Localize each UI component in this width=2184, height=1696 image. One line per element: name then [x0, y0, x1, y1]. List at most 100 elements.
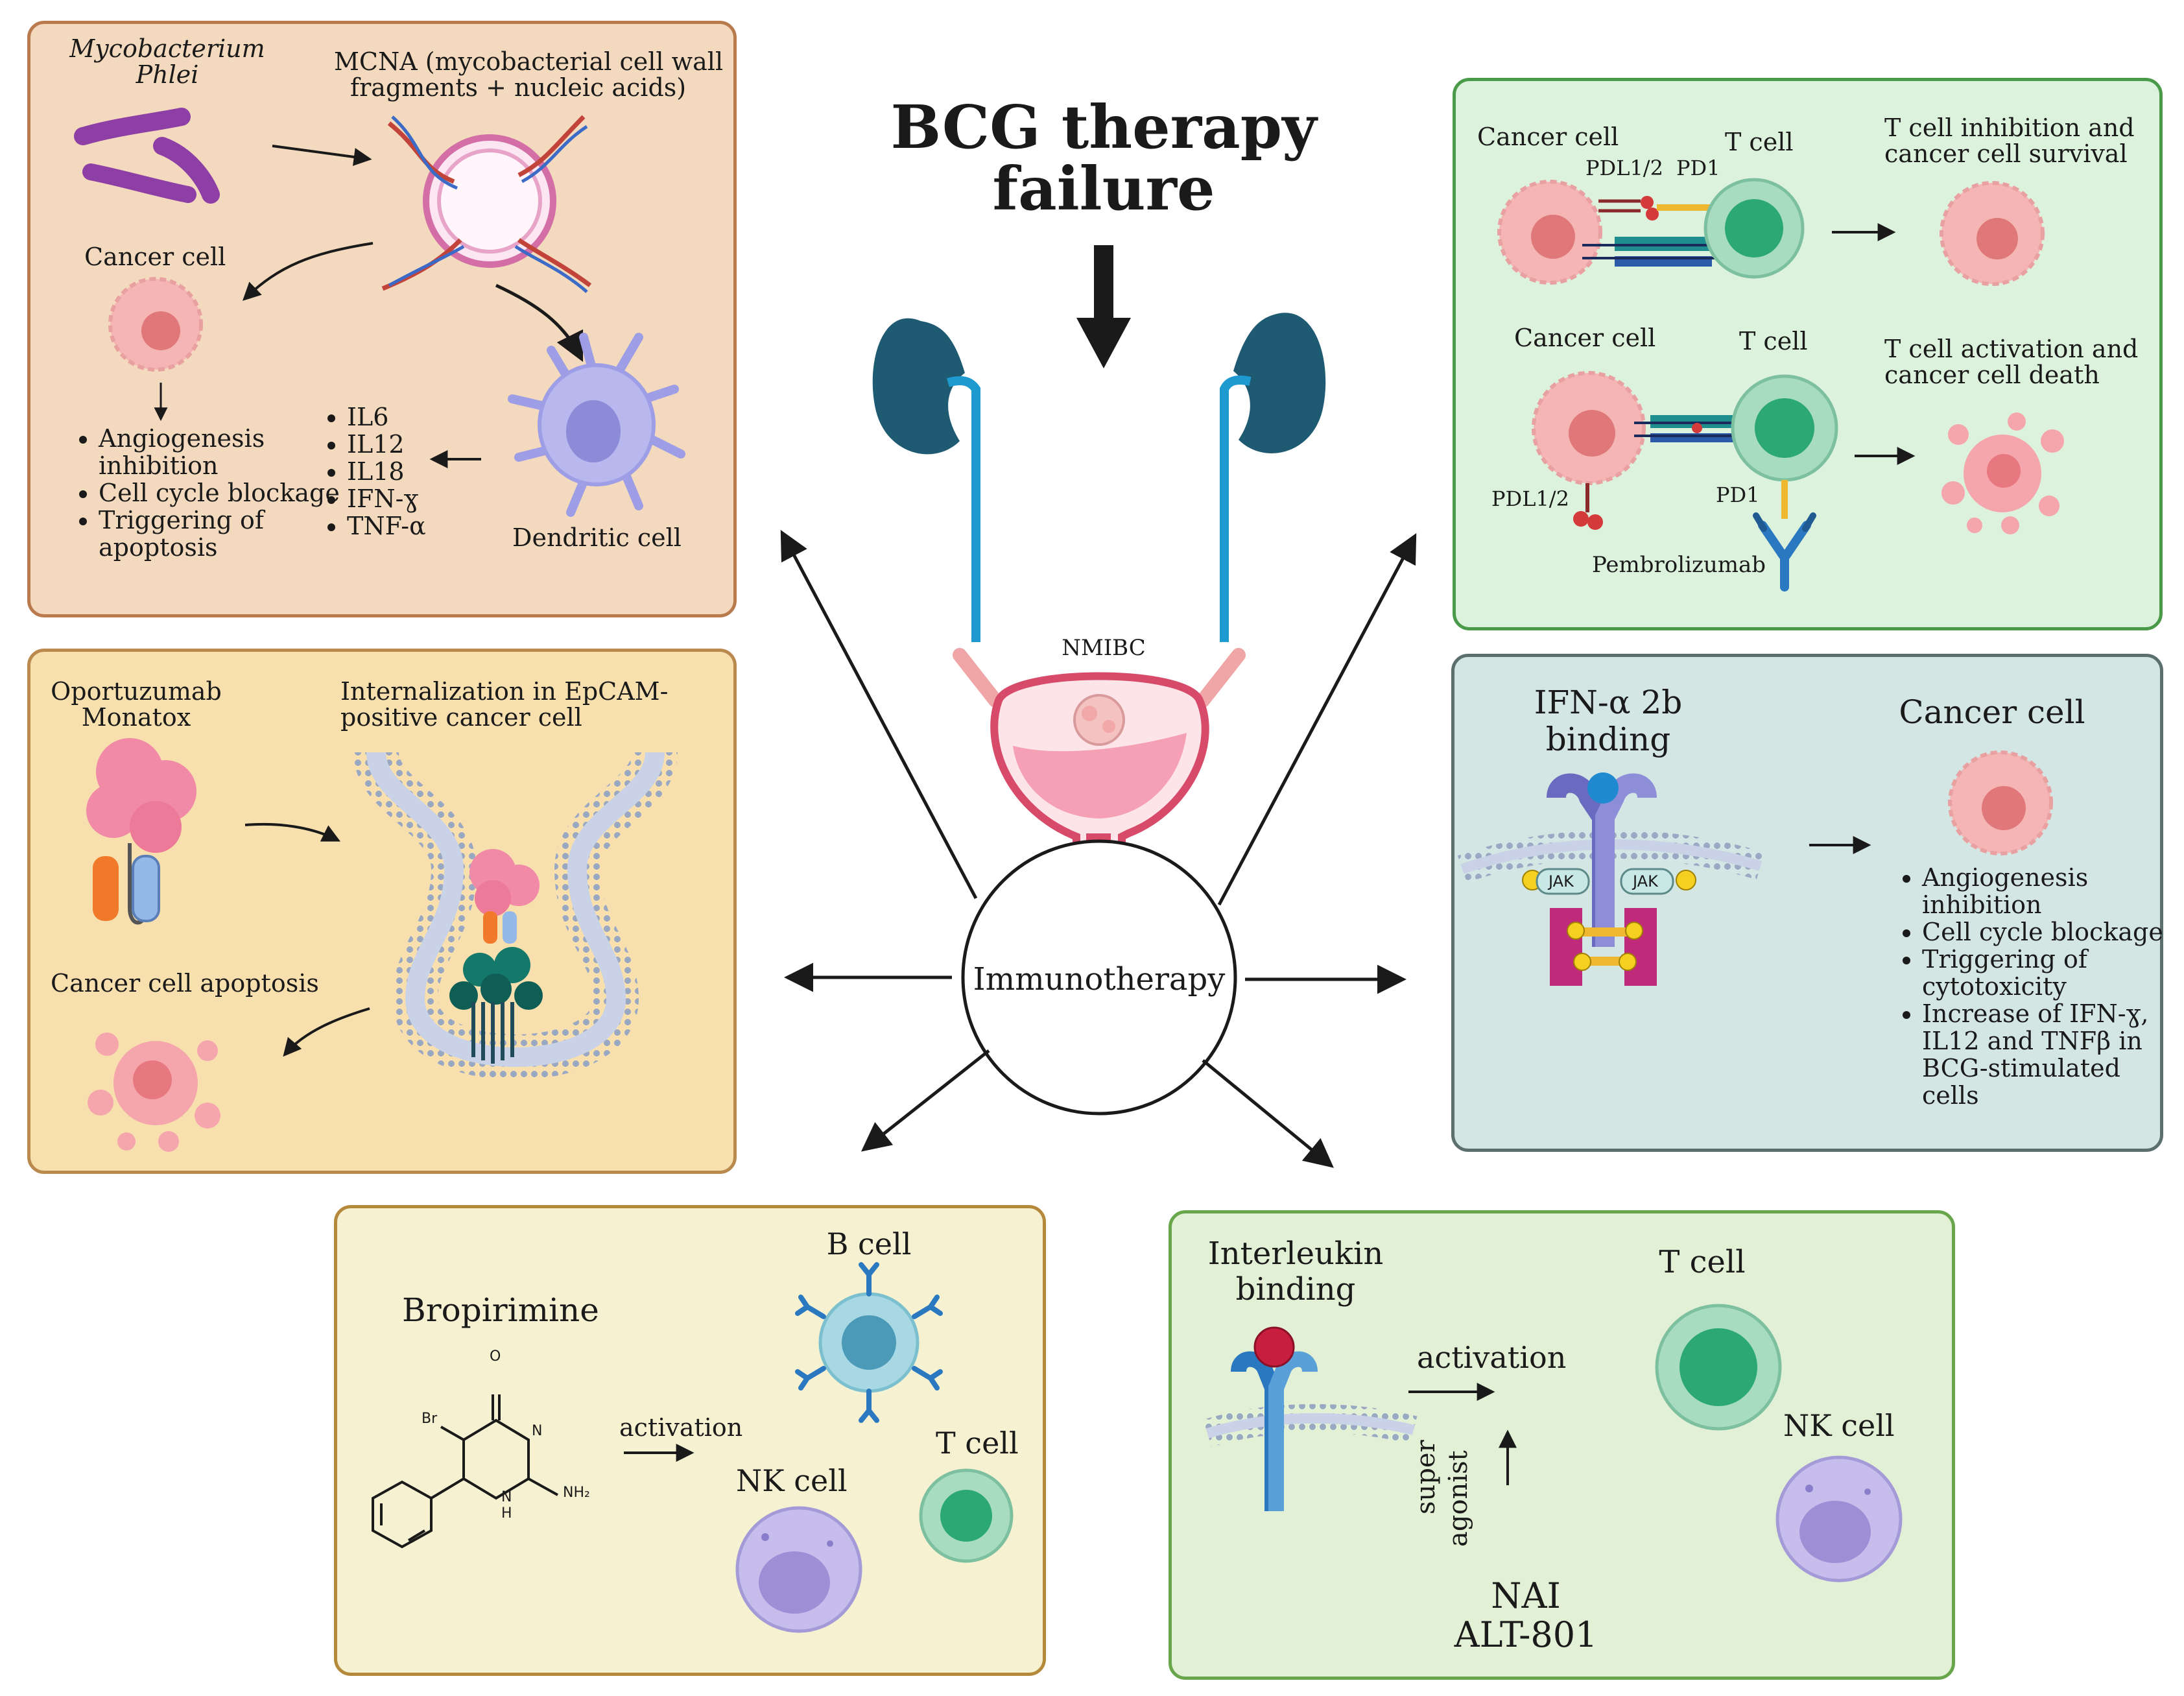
bropirimine-structure-icon: [372, 1394, 558, 1549]
atom-br: Br: [421, 1411, 438, 1427]
endosome-membrane-icon: [353, 750, 678, 1080]
pembrolizumab-label: Pembrolizumab: [1592, 552, 1766, 578]
dendritic-cell-icon: [508, 333, 685, 517]
inhibition-line1: T cell inhibition and: [1884, 113, 2135, 142]
internalization-line2: positive cancer cell: [340, 703, 582, 732]
right-kidney-icon: [1220, 313, 1326, 642]
atom-nh2: NH₂: [563, 1485, 590, 1501]
il-t-cell-label: T cell: [1659, 1244, 1746, 1280]
brop-nk-cell-label: NK cell: [736, 1463, 848, 1498]
pdl1-pd1-binding-top-icon: [1582, 196, 1744, 267]
il-binding-line2: binding: [1235, 1271, 1356, 1308]
arrow-to-apoptosis: [283, 1007, 370, 1057]
il-nk-cell-label: NK cell: [1783, 1408, 1895, 1443]
il-drug-line2: ALT-801: [1454, 1614, 1598, 1655]
t-cell-top-icon: [1703, 178, 1805, 279]
mcna-effect: Cell cycle blockage: [99, 479, 345, 507]
ifn-cancer-cell-icon: [1948, 750, 2053, 855]
cytokine-item: IL12: [347, 431, 426, 458]
ifn-cancer-cell-label: Cancer cell: [1899, 693, 2085, 731]
mcna-effect: Triggering of apoptosis: [99, 507, 345, 561]
arrow-bacteria-to-mcna: [272, 145, 372, 166]
ifn-effect: Cell cycle blockage: [1922, 918, 2175, 946]
nk-cell-brop-icon: [735, 1506, 862, 1633]
activation-line1: T cell activation and: [1884, 335, 2139, 363]
mcna-line2: fragments + nucleic acids): [350, 73, 687, 102]
mcna-particle-icon: [381, 115, 592, 293]
oportuzumab-line1: Oportuzumab: [51, 677, 222, 706]
hub-arrows: [780, 530, 1417, 1168]
t-cell-bottom-icon: [1731, 374, 1838, 519]
inhibition-line2: cancer cell survival: [1884, 139, 2128, 168]
il-binding-line1: Interleukin: [1207, 1236, 1384, 1272]
atom-o: O: [490, 1348, 501, 1365]
t-cell-brop-icon: [919, 1468, 1014, 1563]
cytokine-item: IL18: [347, 458, 426, 485]
pd1-cancer-cell-top: Cancer cell: [1477, 123, 1619, 151]
title-line1: BCG therapy: [890, 92, 1317, 162]
arrow-to-bropirimine: [861, 1049, 990, 1152]
dendritic-cell-label: Dendritic cell: [512, 523, 682, 552]
arrow-drug-to-internalization: [244, 822, 341, 842]
arrow-to-pd1: [1217, 533, 1417, 906]
mcna-cancer-cell-label: Cancer cell: [84, 243, 226, 271]
surviving-cancer-cell-icon: [1940, 181, 2045, 286]
pd1-pdl1-top: PDL1/2: [1585, 156, 1663, 180]
ifn-effects-list: Angiogenesis inhibition Cell cycle block…: [1888, 864, 2175, 1109]
arrow-mcna-to-cancer: [242, 242, 374, 301]
mcna-effect: Angiogenesis inhibition: [99, 425, 345, 479]
tumor-icon: [1073, 694, 1125, 746]
ifn-binding-line2: binding: [1545, 721, 1671, 758]
mcna-line1: MCNA (mycobacterial cell wall: [334, 47, 724, 76]
epcam-receptor-icon: [449, 849, 543, 1064]
down-arrow-icon: [1076, 245, 1131, 368]
il-drug-line1: NAI: [1491, 1575, 1561, 1616]
cancer-cell-icon: [108, 277, 203, 372]
b-cell-icon: [795, 1262, 943, 1423]
arrow-mcna-to-dendritic: [495, 283, 584, 363]
cytokine-item: IL6: [347, 403, 426, 431]
atom-h: H: [501, 1505, 512, 1522]
bropirimine-label: Bropirimine: [402, 1291, 599, 1329]
pembrolizumab-antibody-icon: [1753, 512, 1816, 591]
pd1-pdl1-bottom: PDL1/2: [1491, 486, 1569, 511]
panel-bropirimine: [334, 1205, 1046, 1676]
ifn-effect: Triggering of cytotoxicity: [1922, 946, 2175, 1000]
cancer-cell-bottom-icon: [1532, 371, 1646, 530]
panel-pd1-blockade: [1453, 78, 2163, 630]
activation-line2: cancer cell death: [1884, 361, 2100, 389]
pd1-t-cell-top: T cell: [1725, 128, 1794, 156]
atom-nh: N: [501, 1489, 512, 1505]
cytokine-item: TNF-α: [347, 512, 426, 540]
apoptotic-cell-icon: [88, 1033, 220, 1152]
atom-n: N: [532, 1423, 543, 1439]
mycobacteria-icon: [74, 108, 220, 204]
oportuzumab-line2: Monatox: [81, 703, 191, 732]
apoptosis-label: Cancer cell apoptosis: [51, 969, 319, 997]
agonist-label: agonist: [1443, 1450, 1473, 1547]
bladder-icon: [953, 648, 1246, 938]
super-label: super: [1411, 1440, 1441, 1514]
jak-right-label: JAK: [1633, 872, 1658, 890]
bropirimine-activation-label: activation: [619, 1413, 743, 1442]
ifn-binding-line1: IFN-α 2b: [1534, 684, 1683, 721]
nk-cell-il-icon: [1775, 1455, 1903, 1583]
pd1-t-cell-bottom: T cell: [1739, 327, 1808, 355]
organism-line2: Phlei: [136, 60, 199, 89]
immunotherapy-label: Immunotherapy: [973, 961, 1226, 997]
dying-cancer-cell-icon: [1941, 412, 2064, 534]
cytokine-list: IL6 IL12 IL18 IFN-ɣ TNF-α: [313, 403, 426, 540]
b-cell-label: B cell: [826, 1226, 912, 1261]
t-cell-il-icon: [1655, 1304, 1782, 1431]
left-kidney-icon: [872, 318, 980, 642]
pd1-cancer-cell-bottom: Cancer cell: [1514, 324, 1656, 352]
oportuzumab-molecule-icon: [86, 738, 196, 925]
arrow-to-mcna: [780, 530, 978, 900]
brop-t-cell-label: T cell: [936, 1426, 1019, 1461]
jak-left-label: JAK: [1549, 872, 1574, 890]
tcr-mhc-bottom-icon: [1634, 415, 1751, 442]
organism-line1: Mycobacterium: [69, 34, 265, 63]
arrow-to-interleukin: [1202, 1059, 1334, 1168]
cancer-cell-top-icon: [1497, 180, 1602, 285]
